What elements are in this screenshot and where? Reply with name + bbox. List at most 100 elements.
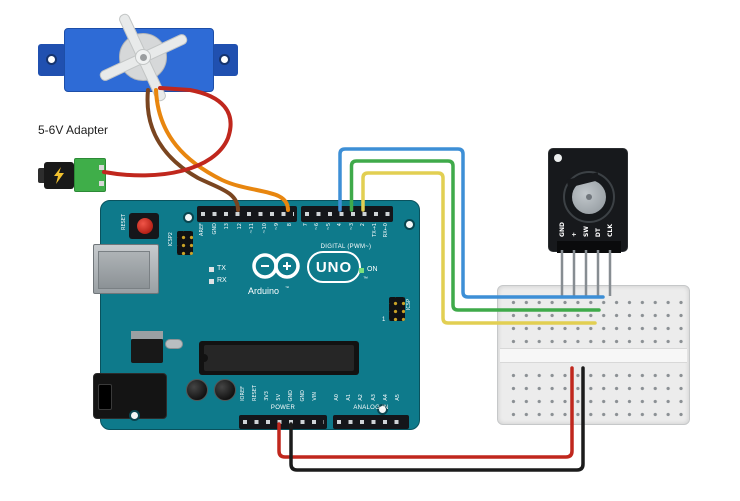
breadboard-channel: [500, 348, 687, 363]
wire-servo-signal-orange: [154, 88, 290, 212]
icsp-header: [389, 297, 405, 321]
icsp-pin1-label: 1: [382, 317, 386, 323]
pin-label-aref: AREF: [199, 223, 205, 236]
pin-label-gnd: GND: [212, 223, 218, 235]
servo-mount-hole: [46, 54, 57, 65]
rx-label: RX: [217, 277, 227, 284]
encoder-screw-hole: [554, 154, 562, 162]
pin-label-5v: 5V: [276, 394, 282, 401]
pin-label-7: 7: [303, 223, 309, 227]
header-pin-holes: [201, 212, 294, 216]
pin-label-tx1: TX→1: [372, 223, 378, 237]
screw-hole-bottom-left: [129, 410, 140, 421]
pin-label-10: ~10: [262, 223, 268, 234]
usb-connector: [93, 244, 159, 294]
uno-trademark: ™: [363, 276, 368, 282]
encoder-pin-block: [557, 241, 621, 253]
pin-label-6: ~6: [314, 223, 320, 231]
breadboard-holes-top: [504, 293, 683, 345]
voltage-regulator: [131, 339, 163, 363]
header-pin-holes: [337, 420, 406, 424]
on-led: [359, 268, 364, 273]
power-section-title: POWER: [270, 405, 296, 411]
usb-connector-face: [98, 251, 150, 289]
adapter-solder-pad: [99, 181, 104, 186]
pin-label-13: 13: [224, 223, 230, 230]
screw-hole-top-left: [183, 212, 194, 223]
pin-label-5: ~5: [326, 223, 332, 231]
capacitor: [186, 379, 208, 401]
analog-header: [333, 415, 409, 429]
rotary-encoder-module: GND + SW DT CLK: [548, 148, 628, 253]
header-pin-holes: [243, 420, 324, 424]
pin-label-reset: RESET: [252, 384, 258, 401]
capacitor: [214, 379, 236, 401]
pin-label-vin: VIN: [312, 392, 318, 401]
reset-button-label: RESET: [121, 214, 127, 231]
arduino-brand-trademark: ™: [285, 285, 289, 290]
digital-header-right: [301, 206, 393, 222]
arduino-brand-text: Arduino: [248, 286, 280, 296]
pin-label-3: ~3: [349, 223, 355, 231]
digital-header-left: [197, 206, 297, 222]
breadboard: [497, 285, 690, 425]
pin-label-9: ~9: [274, 223, 280, 231]
servo-horn-screw: [140, 54, 147, 61]
mcu-chip: [204, 345, 354, 371]
encoder-pin-label-gnd: GND: [559, 222, 566, 237]
on-label: ON: [367, 266, 378, 273]
adapter-plug-tip: [38, 168, 46, 183]
tx-label: TX: [217, 265, 226, 272]
tx-led: [209, 267, 214, 272]
pin-label-gnd1: GND: [288, 389, 294, 401]
servo-mount-tab-left: [38, 44, 66, 76]
servo-mount-tab-right: [212, 44, 238, 76]
adapter-label: 5-6V Adapter: [38, 123, 109, 137]
servo-mount-hole: [219, 54, 230, 65]
arduino-logo-icon: [252, 253, 300, 279]
rx-led: [209, 279, 214, 284]
pin-label-a0: A0: [334, 394, 340, 401]
encoder-knob-center: [586, 194, 592, 200]
pin-label-a5: A5: [395, 394, 401, 401]
analog-section-title: ANALOG IN: [353, 405, 389, 411]
power-header: [239, 415, 327, 429]
pin-label-3v3: 3V3: [264, 391, 270, 401]
encoder-pin-label-dt: DT: [595, 227, 602, 237]
pin-label-gnd2: GND: [300, 389, 306, 401]
pin-label-a3: A3: [371, 394, 377, 401]
pin-label-a2: A2: [358, 394, 364, 401]
icsp2-label: ICSP2: [168, 232, 174, 247]
header-pin-holes: [305, 212, 390, 216]
pin-label-rx0: RX←0: [383, 223, 389, 238]
pin-label-11: ~11: [249, 223, 255, 234]
pin-label-a1: A1: [346, 394, 352, 401]
pin-label-4: 4: [337, 223, 343, 227]
reset-button-cap: [137, 218, 153, 234]
breadboard-holes-bottom: [504, 366, 683, 420]
digital-title: DIGITAL (PWM~): [320, 244, 372, 250]
power-jack-opening: [98, 384, 112, 410]
pin-label-2: 2: [360, 223, 366, 227]
arduino-board: RESET ICSP2 AREF GND 13 12 ~11 ~10 ~9 8 …: [93, 200, 420, 430]
crystal-oscillator: [165, 339, 183, 349]
wire-adapter-power-red: [102, 86, 233, 178]
adapter-solder-pad: [99, 165, 104, 170]
adapter-pcb: [74, 158, 106, 192]
wire-servo-ground-brown: [145, 88, 240, 212]
encoder-pin-label-sw: SW: [583, 226, 590, 237]
pin-label-8: 8: [287, 223, 293, 227]
icsp-label: ICSP: [406, 299, 412, 311]
pin-label-a4: A4: [383, 394, 389, 401]
voltage-regulator-tab: [131, 331, 163, 339]
pin-label-12: 12: [237, 223, 243, 230]
power-bolt-icon: [54, 167, 64, 184]
uno-model-text: UNO: [315, 259, 353, 276]
pin-label-ioref: IOREF: [240, 386, 246, 401]
encoder-pin-label-clk: CLK: [607, 224, 614, 237]
encoder-pin-label-plus: +: [571, 231, 578, 237]
uno-model-badge: UNO: [307, 251, 361, 283]
mcu-notch: [200, 354, 208, 362]
icsp2-header: [177, 231, 193, 255]
